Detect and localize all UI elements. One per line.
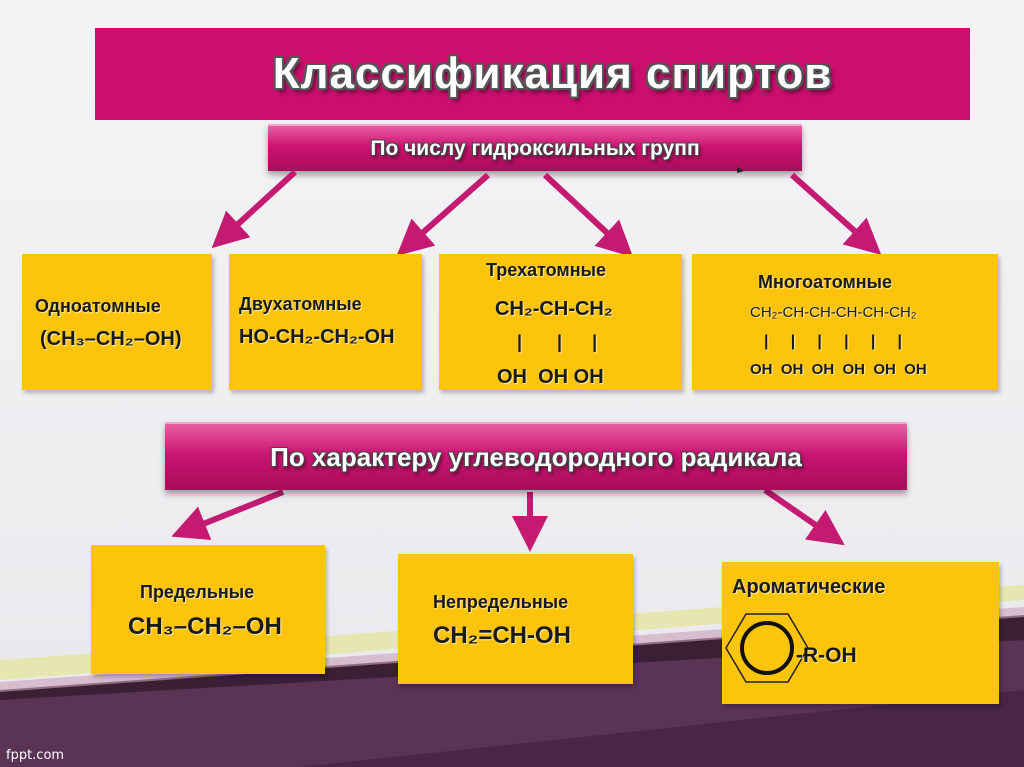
saturated-formula: CH₃–CH₂–OH bbox=[128, 613, 282, 640]
mono-label: Одноатомные bbox=[35, 296, 161, 316]
arrow-to-mono bbox=[211, 169, 298, 249]
di-box: Двухатомные HO-CH₂-CH₂-OH bbox=[229, 254, 422, 390]
tri-bonds: | | | bbox=[517, 332, 598, 352]
tri-label: Трехатомные bbox=[486, 260, 607, 280]
aromatic-box: Ароматические -R-OH bbox=[722, 562, 999, 704]
arrow-to-saturated bbox=[171, 489, 285, 541]
benzene-ring-icon bbox=[725, 613, 809, 683]
radical-banner: По характеру углеводородного радикала bbox=[165, 422, 907, 490]
di-formula: HO-CH₂-CH₂-OH bbox=[239, 326, 395, 348]
mono-box: Одноатомные (CH₃–CH₂–OH) bbox=[22, 254, 212, 390]
unsaturated-label: Непредельные bbox=[433, 592, 569, 612]
unsaturated-box: Непредельные CH₂=CH-OH bbox=[398, 554, 633, 684]
unsaturated-formula: CH₂=CH-OH bbox=[433, 622, 571, 649]
poly-oh: OH OH OH OH OH OH bbox=[750, 361, 927, 378]
saturated-label: Предельные bbox=[140, 582, 255, 602]
tri-oh: OH OH OH bbox=[497, 366, 604, 388]
watermark: fppt.com bbox=[6, 748, 65, 763]
arrow-to-tri bbox=[542, 172, 634, 258]
arrow-to-di bbox=[396, 172, 490, 256]
title-bar: Классификация спиртов bbox=[95, 28, 970, 120]
saturated-box: Предельные CH₃–CH₂–OH bbox=[91, 545, 325, 674]
poly-box: Многоатомные CH₂-CH-CH-CH-CH-CH₂ | | | |… bbox=[692, 254, 998, 390]
poly-label: Многоатомные bbox=[758, 272, 893, 292]
hydroxyl-banner-text: По числу гидроксильных групп bbox=[370, 136, 700, 160]
hydroxyl-banner: По числу гидроксильных групп bbox=[268, 124, 802, 171]
page-title: Классификация спиртов bbox=[272, 49, 833, 98]
tri-box: Трехатомные CH₂-CH-CH₂ | | | OH OH OH bbox=[439, 254, 682, 390]
poly-bonds: | | | | | | bbox=[764, 333, 902, 350]
tri-chain: CH₂-CH-CH₂ bbox=[495, 298, 613, 320]
arrow-to-aromatic bbox=[763, 487, 845, 546]
arrow-to-poly bbox=[789, 172, 882, 256]
mono-formula: (CH₃–CH₂–OH) bbox=[40, 328, 182, 350]
radical-banner-text: По характеру углеводородного радикала bbox=[270, 441, 802, 472]
di-label: Двухатомные bbox=[239, 294, 362, 314]
cursor-mark bbox=[737, 167, 744, 173]
aromatic-label: Ароматические bbox=[732, 576, 886, 598]
poly-chain: CH₂-CH-CH-CH-CH-CH₂ bbox=[750, 304, 917, 321]
aromatic-formula: -R-OH bbox=[796, 644, 857, 667]
